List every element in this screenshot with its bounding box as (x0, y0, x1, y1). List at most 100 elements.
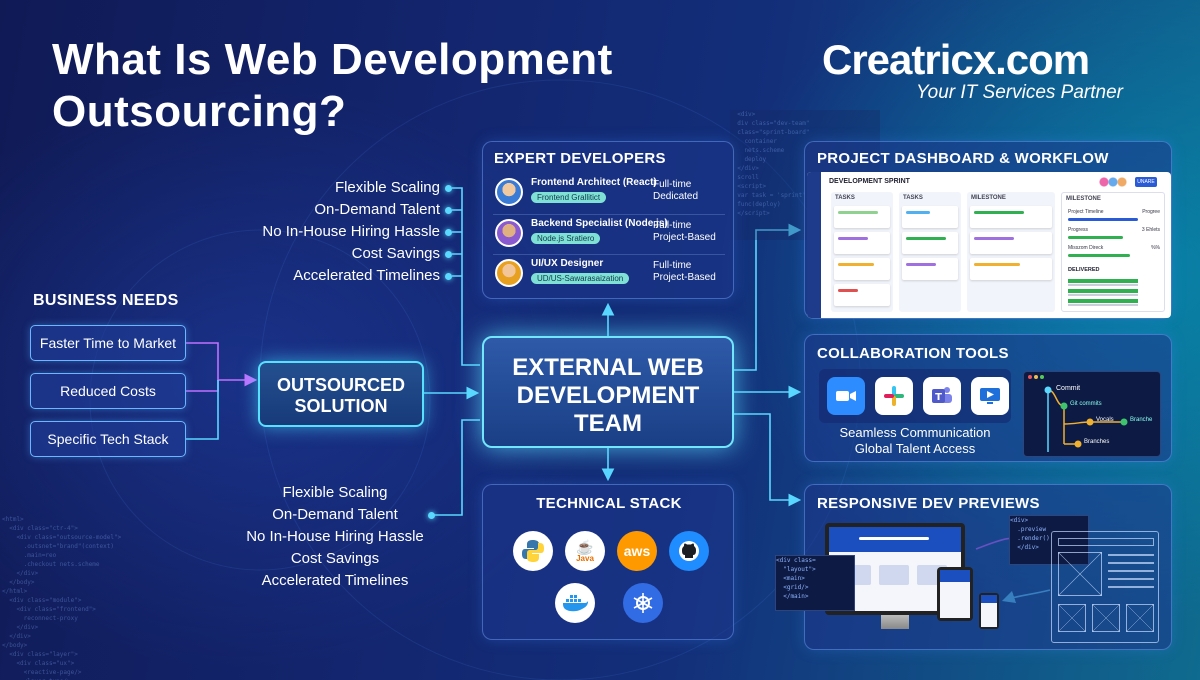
tech-heading: TECHNICAL STACK (536, 495, 682, 512)
slack-icon (875, 377, 913, 415)
task-card (902, 206, 958, 228)
milestone-progress (1068, 218, 1138, 221)
need-reduced-costs: Reduced Costs (30, 373, 186, 409)
task-card (834, 232, 890, 254)
screen-share-icon (971, 377, 1009, 415)
benefit-dot (428, 512, 435, 519)
dashboard-heading: PROJECT DASHBOARD & WORKFLOW (817, 150, 1109, 167)
git-label-branches: Branches (1084, 439, 1110, 445)
need-faster-time: Faster Time to Market (30, 325, 186, 361)
delivered-checks (1068, 277, 1138, 307)
python-icon (513, 531, 553, 571)
brand-logo: Creatricx.com (822, 36, 1090, 83)
milestone-column: MILESTONE (967, 192, 1055, 312)
benefit-dot (445, 207, 452, 214)
monitor-stand (881, 615, 909, 629)
teams-icon: T (923, 377, 961, 415)
screen-bar (879, 565, 909, 585)
title-line-1: What Is Web Development (52, 35, 613, 84)
benefit-dot (445, 229, 452, 236)
benefits-top-list: Flexible Scaling On-Demand Talent No In-… (250, 179, 440, 289)
dashboard-button[interactable]: UNARE (1135, 177, 1157, 187)
code-background-left: <html> <div class="ctr-4"> <div class="o… (2, 516, 122, 680)
collab-line-2: Global Talent Access (854, 441, 976, 456)
developer-title: Backend Specialist (Node.js) (531, 218, 668, 229)
milestone-label: Misszom Direck (1068, 245, 1104, 251)
git-label-branche: Branche (1130, 417, 1153, 423)
milestone-value: %% (1151, 245, 1160, 251)
type-line: Dedicated (653, 191, 699, 202)
task-card (970, 232, 1052, 254)
benefit-item: Flexible Scaling (334, 179, 440, 196)
avatar (495, 259, 523, 287)
collab-heading: COLLABORATION TOOLS (817, 345, 1009, 362)
git-label-commit: Commit (1056, 385, 1081, 392)
expert-developers-card: EXPERT DEVELOPERS Frontend Architect (Re… (482, 141, 734, 299)
need-label: Specific Tech Stack (47, 431, 169, 447)
milestone-label: Project Timeline (1068, 209, 1104, 215)
java-icon: ☕ Java (565, 531, 605, 571)
benefits-bottom-list: Flexible Scaling On-Demand Talent No In-… (240, 484, 430, 594)
task-bar (838, 263, 874, 266)
milestone-label: Progress (1068, 227, 1089, 233)
java-label: Java (576, 553, 594, 563)
developer-tag: Frontend Grallitict (531, 192, 607, 203)
developer-title: UI/UX Designer (531, 258, 604, 269)
benefit-item: Cost Savings (351, 245, 440, 262)
tablet-device (937, 567, 973, 621)
benefit-dot (445, 251, 452, 258)
task-column: TASKS (831, 192, 893, 312)
task-column: TASKS (899, 192, 961, 312)
developer-row: UI/UX Designer UD/US-Sawarasaization Ful… (493, 254, 725, 292)
github-icon (669, 531, 709, 571)
milestone-progress (1068, 254, 1130, 257)
aws-icon: aws (617, 531, 657, 571)
column-title: TASKS (835, 195, 855, 201)
task-card (970, 258, 1052, 280)
kubernetes-icon (623, 583, 663, 623)
code-snippet-left: <div class= "layout"> <main> <grid/> </m… (775, 555, 855, 611)
delivered-label: DELIVERED (1068, 267, 1100, 273)
task-card (834, 206, 890, 228)
sprint-title: DEVELOPMENT SPRINT (829, 178, 910, 185)
team-avatars (1099, 177, 1131, 187)
wireframe-tile (1126, 604, 1154, 632)
milestone-value: Progree (1142, 209, 1160, 215)
dashboard-screen: DEVELOPMENT SPRINT UNARE TASKS TASKS MIL… (807, 172, 1171, 318)
type-line: Full-time (653, 179, 692, 190)
task-card (834, 284, 890, 306)
benefit-item: No In-House Hiring Hassle (246, 528, 424, 545)
git-label-commits: Git commits (1070, 401, 1102, 407)
need-label: Reduced Costs (60, 383, 156, 399)
title-line-2: Outsourcing? (52, 87, 347, 136)
business-needs-heading: BUSINESS NEEDS (33, 292, 179, 309)
tablet-screen (940, 570, 970, 618)
benefit-dot (445, 273, 452, 280)
benefit-item: No In-House Hiring Hassle (262, 223, 440, 240)
phone-device (979, 593, 999, 629)
task-bar (838, 289, 858, 292)
benefit-item: Cost Savings (290, 550, 380, 567)
svg-text:T: T (935, 392, 942, 403)
task-bar (906, 263, 936, 266)
task-bar (906, 211, 930, 214)
phone-screen (981, 595, 997, 627)
developer-row: Backend Specialist (Node.js) Node.js Sra… (493, 214, 725, 252)
type-line: Project-Based (653, 272, 716, 283)
previews-heading: RESPONSIVE DEV PREVIEWS (817, 495, 1040, 512)
responsive-previews-card: RESPONSIVE DEV PREVIEWS <div class= "lay… (775, 484, 1172, 650)
wireframe-text (1108, 554, 1154, 594)
benefit-item: Accelerated Timelines (261, 572, 409, 589)
dashboard-sidebar (807, 172, 821, 318)
page-title: What Is Web Development Outsourcing? (52, 34, 732, 138)
git-label-vocals: Vocals (1096, 417, 1114, 423)
column-title: MILESTONE (971, 195, 1006, 201)
team-line-1: EXTERNAL WEB (512, 354, 704, 381)
milestone-progress (1068, 236, 1123, 239)
avatar (495, 219, 523, 247)
wireframe-header (1058, 538, 1154, 546)
task-bar (974, 237, 1014, 240)
